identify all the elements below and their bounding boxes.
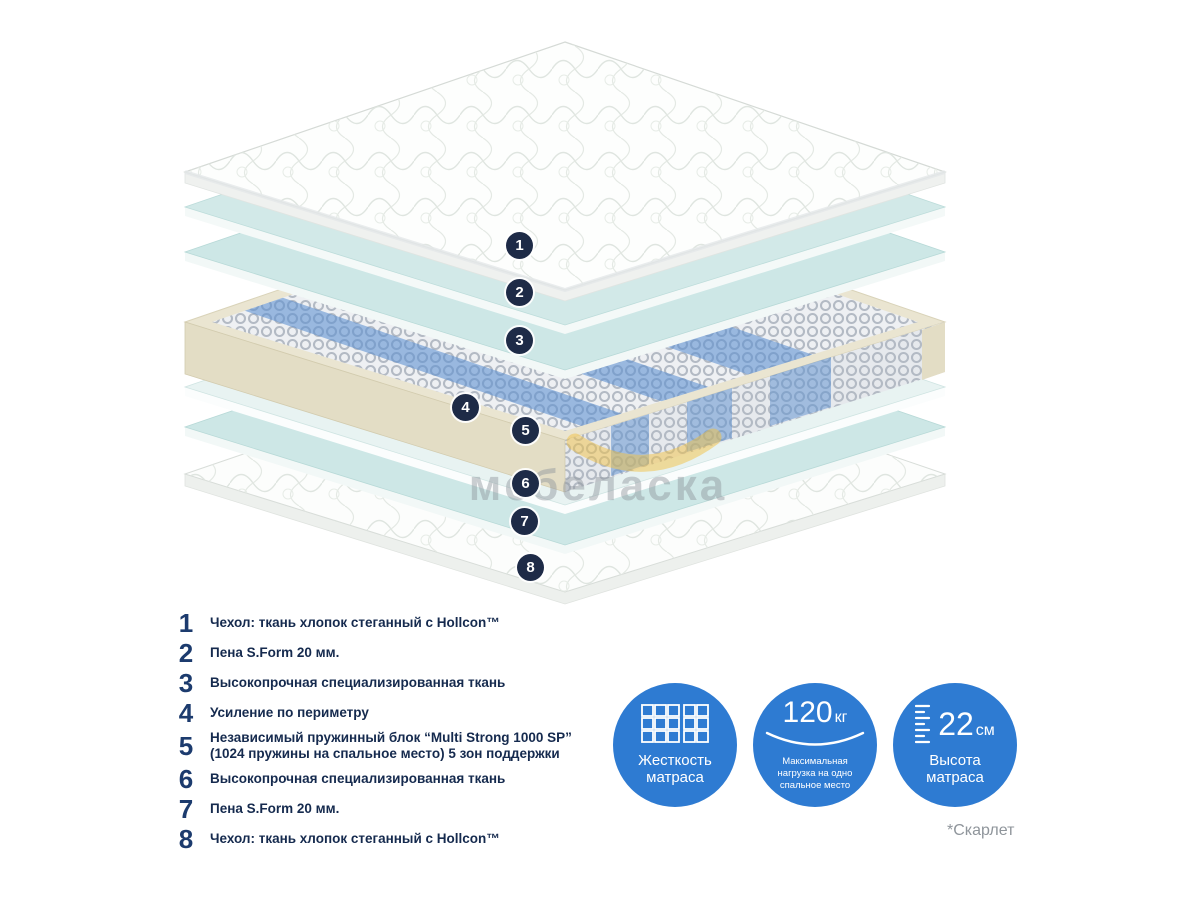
layer-marker-4-label: 4: [461, 399, 470, 416]
layer-marker-3-label: 3: [515, 332, 524, 349]
legend-text: Усиление по периметру: [210, 704, 369, 720]
layer-marker-7-label: 7: [520, 513, 529, 530]
mattress-zones-grid-icon: [641, 703, 709, 743]
watermark-crescent-icon: [566, 428, 722, 472]
height-unit: см: [975, 721, 995, 739]
model-footnote: *Скарлет: [947, 822, 1015, 839]
legend-text: Пена S.Form 20 мм.: [210, 801, 340, 817]
legend-item-4: 4 Усиление по периметру: [170, 700, 660, 726]
legend-number: 6: [178, 764, 194, 795]
legend-text: Чехол: ткань хлопок стеганный с Hollcon™: [210, 831, 500, 847]
layer-marker-2: 2: [506, 279, 533, 306]
layer-marker-8-label: 8: [526, 559, 535, 576]
height-badge-title: Высота матраса: [926, 751, 984, 786]
legend-number: 1: [178, 608, 194, 638]
max-load-unit: кг: [834, 709, 848, 727]
legend-item-7: 7 Пена S.Form 20 мм.: [170, 796, 660, 822]
layer-marker-7: 7: [511, 508, 538, 535]
max-load-value-row: 120 кг: [783, 698, 848, 728]
legend-number: 5: [178, 731, 194, 762]
legend-text: Чехол: ткань хлопок стеганный с Hollcon™: [210, 614, 500, 630]
layer-marker-8: 8: [517, 554, 544, 581]
layer-marker-2-label: 2: [515, 284, 524, 301]
legend-item-5: 5 Независимый пружинный блок “Multi Stro…: [170, 730, 660, 762]
legend-item-6: 6 Высокопрочная специализированная ткань: [170, 766, 660, 792]
firmness-badge: Жесткость матраса: [613, 683, 737, 807]
legend-item-2: 2 Пена S.Form 20 мм.: [170, 640, 660, 666]
mattress-exploded-illustration: мебеласка: [183, 41, 947, 605]
layer-marker-3: 3: [506, 327, 533, 354]
legend-text: Независимый пружинный блок “Multi Strong…: [210, 730, 572, 762]
sag-curve-icon: [765, 731, 865, 746]
height-value-row: 22 см: [915, 704, 995, 744]
legend-number: 3: [178, 668, 194, 698]
max-load-badge: 120 кг Максимальная нагрузка на одно спа…: [753, 683, 877, 807]
legend-number: 7: [178, 794, 194, 825]
legend-item-3: 3 Высокопрочная специализированная ткань: [170, 670, 660, 696]
spec-badges: Жесткость матраса 120 кг Максимальная на…: [613, 683, 1017, 807]
layer-marker-6-label: 6: [521, 475, 530, 492]
layer-marker-5: 5: [512, 417, 539, 444]
layer-marker-5-label: 5: [521, 422, 530, 439]
firmness-badge-title: Жесткость матраса: [638, 751, 712, 786]
layer-marker-1-label: 1: [515, 237, 524, 254]
layers-legend: 1 Чехол: ткань хлопок стеганный с Hollco…: [170, 610, 660, 856]
legend-text: Пена S.Form 20 мм.: [210, 644, 340, 660]
legend-number: 4: [178, 698, 194, 728]
layer-marker-1: 1: [506, 232, 533, 259]
watermark: мебеласка: [469, 428, 727, 510]
legend-item-8: 8 Чехол: ткань хлопок стеганный с Hollco…: [170, 826, 660, 852]
legend-number: 2: [178, 638, 194, 668]
legend-text: Высокопрочная специализированная ткань: [210, 771, 506, 787]
height-value: 22: [938, 705, 974, 742]
layer-marker-6: 6: [512, 470, 539, 497]
layer-marker-4: 4: [452, 394, 479, 421]
legend-text: Высокопрочная специализированная ткань: [210, 674, 506, 690]
layer-1-top-quilted-cover: [183, 41, 947, 302]
height-badge: 22 см Высота матраса: [893, 683, 1017, 807]
max-load-caption: Максимальная нагрузка на одно спальное м…: [777, 756, 853, 791]
max-load-value: 120: [782, 696, 833, 730]
watermark-text: мебеласка: [469, 461, 727, 510]
legend-number: 8: [178, 824, 194, 855]
legend-item-1: 1 Чехол: ткань хлопок стеганный с Hollco…: [170, 610, 660, 636]
ruler-icon: [915, 704, 931, 743]
